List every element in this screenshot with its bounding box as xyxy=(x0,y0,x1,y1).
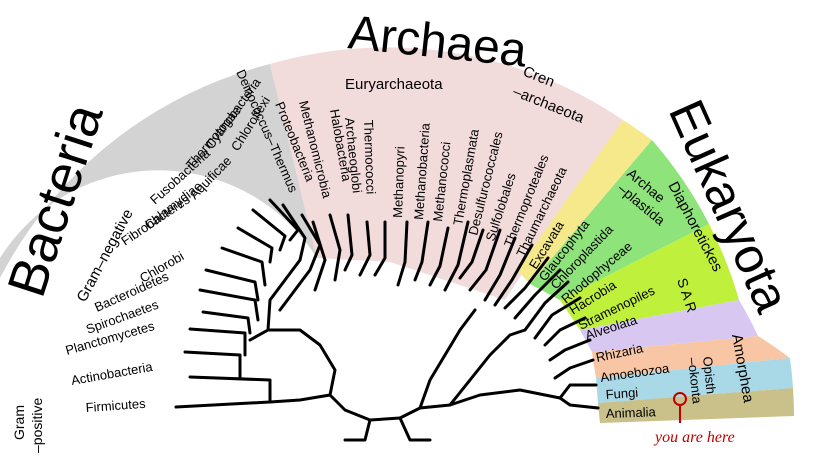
you-are-here-label: you are here xyxy=(653,429,735,446)
sar-sector xyxy=(560,224,739,330)
archaeplastida-sector xyxy=(530,140,709,300)
amoebozoa-sector xyxy=(592,336,790,378)
group-opisthokonta-line2: –okonta xyxy=(685,357,705,405)
bacteria-sector xyxy=(0,64,317,457)
taxon-label: Methanopyri xyxy=(390,146,407,218)
group-gram-positive-line1: Gram xyxy=(11,405,27,440)
group-euryarchaeota: Euryarchaeota xyxy=(345,76,443,93)
taxon-label: Thermococci xyxy=(361,120,379,195)
taxon-label: Fungi xyxy=(605,385,639,402)
taxon-label: Firmicutes xyxy=(85,396,146,415)
rhizaria-sector xyxy=(580,300,758,352)
archaea-sector xyxy=(270,47,623,300)
you-are-here-marker: you are here xyxy=(653,392,735,446)
taxon-label: Methanobacteria xyxy=(411,122,433,220)
taxon-label: Animalia xyxy=(606,404,657,421)
opisthokonta-sector xyxy=(596,358,793,403)
taxon-label: Actinobacteria xyxy=(70,359,154,388)
tree-branches xyxy=(174,198,600,442)
animalia-sector xyxy=(598,388,794,423)
group-opisthokonta-line1: Opisth xyxy=(700,356,719,395)
group-gram-positive-line2: –positive xyxy=(29,398,45,453)
excavata-sector xyxy=(517,120,652,284)
